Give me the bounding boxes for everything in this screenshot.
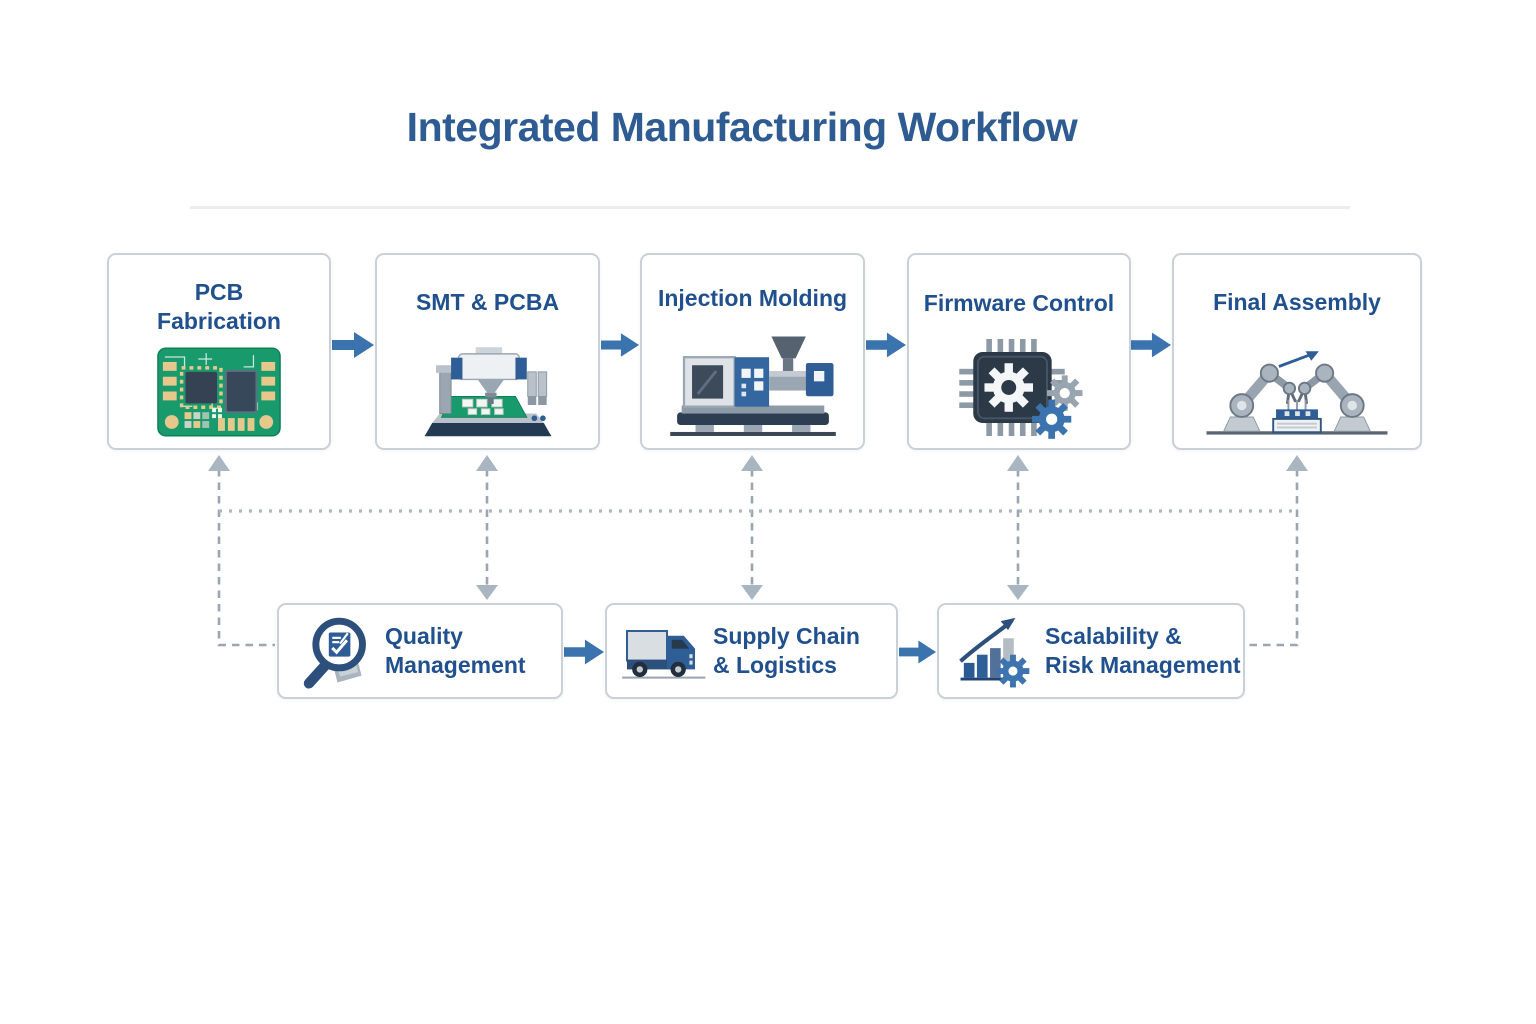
robot-arms-icon bbox=[1206, 351, 1388, 435]
down-arrowhead-icon bbox=[741, 585, 763, 600]
injection-molding-machine-icon bbox=[669, 336, 836, 436]
up-arrowhead-icon bbox=[1286, 455, 1308, 471]
down-arrowhead-icon bbox=[1007, 585, 1029, 600]
node-scalability-risk-management: Scalability &Risk Management bbox=[937, 603, 1245, 699]
node-injection-molding: Injection Molding bbox=[640, 253, 865, 450]
pcb-board-icon bbox=[157, 346, 281, 437]
up-arrowhead-icon bbox=[1007, 455, 1029, 471]
page-title: Integrated Manufacturing Workflow bbox=[406, 104, 1078, 150]
smt-machine-icon bbox=[424, 347, 551, 437]
up-arrowhead-icon bbox=[208, 455, 230, 471]
node-label: SMT & PCBA bbox=[415, 289, 560, 316]
node-smt-pcba: SMT & PCBA bbox=[375, 253, 600, 450]
delivery-truck-icon bbox=[622, 630, 706, 679]
up-arrowhead-icon bbox=[741, 455, 763, 471]
flow-arrow-icon bbox=[601, 333, 639, 357]
firmware-chip-gears-icon bbox=[959, 338, 1083, 439]
up-arrowhead-icon bbox=[476, 455, 498, 471]
down-arrowhead-icon bbox=[476, 585, 498, 600]
growth-chart-gear-icon bbox=[959, 617, 1030, 688]
node-final-assembly: Final Assembly bbox=[1172, 253, 1422, 450]
flow-arrow-icon bbox=[564, 639, 604, 665]
node-supply-chain-logistics: Supply Chain& Logistics bbox=[605, 603, 898, 699]
node-label: Supply Chain& Logistics bbox=[713, 623, 860, 678]
node-label: Injection Molding bbox=[657, 284, 848, 311]
flow-arrow-icon bbox=[332, 332, 374, 358]
node-label: Final Assembly bbox=[1213, 288, 1381, 315]
node-label: Firmware Control bbox=[923, 289, 1115, 316]
magnifier-checklist-icon bbox=[303, 617, 366, 689]
dashed-link-pcb-quality bbox=[217, 469, 275, 647]
node-firmware-control: Firmware Control bbox=[907, 253, 1131, 450]
title-divider bbox=[190, 206, 1350, 209]
flow-arrow-icon bbox=[899, 640, 936, 664]
flow-arrow-icon bbox=[866, 332, 906, 358]
node-label: Scalability &Risk Management bbox=[1045, 623, 1241, 678]
dashed-link-assembly-scalability bbox=[1247, 469, 1299, 647]
flow-arrow-icon bbox=[1131, 332, 1171, 358]
